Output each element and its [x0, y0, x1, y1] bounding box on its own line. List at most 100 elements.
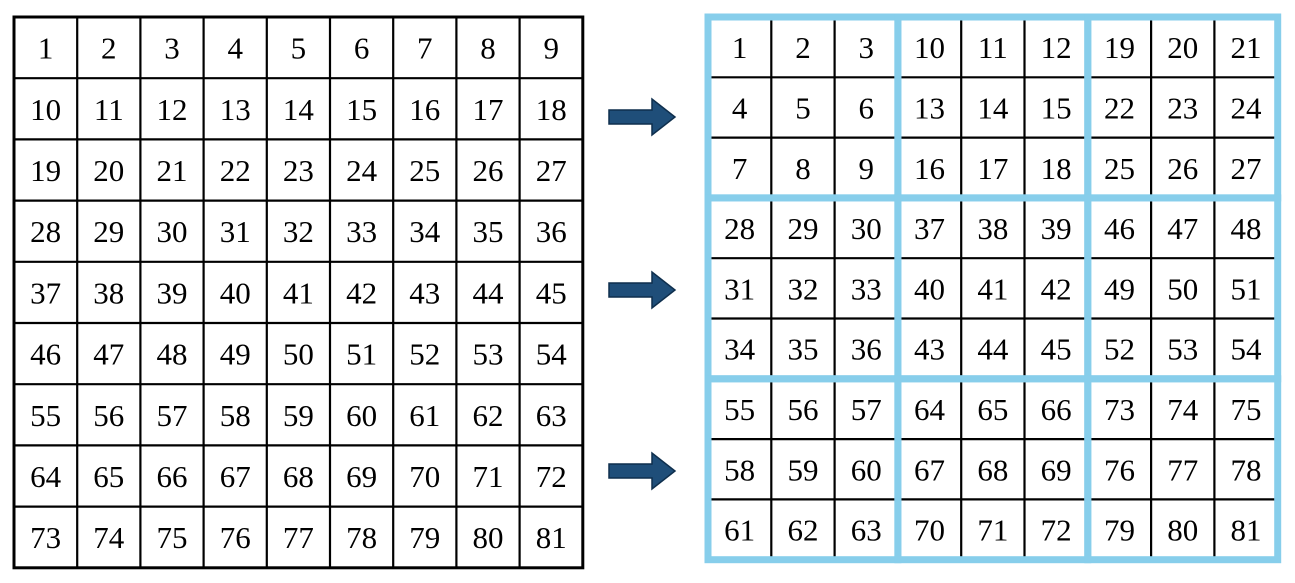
left-grid-cell: 6: [354, 31, 370, 66]
left-grid-cell: 70: [409, 459, 440, 494]
left-grid-cell: 31: [220, 214, 251, 249]
right-grid-cell: 32: [787, 271, 818, 306]
right-grid-cell: 80: [1167, 513, 1198, 548]
right-grid-cell: 9: [859, 151, 875, 186]
left-grid-cell: 37: [30, 275, 61, 310]
right-grid-cell: 56: [787, 392, 818, 427]
right-grid-cell: 17: [977, 151, 1008, 186]
right-grid-cell: 62: [787, 513, 818, 548]
right-grid-cell: 79: [1104, 513, 1135, 548]
right-grid-cell: 67: [914, 452, 945, 487]
left-grid-cell: 51: [346, 337, 377, 372]
right-grid-cell: 39: [1041, 211, 1072, 246]
right-grid-cell: 69: [1041, 452, 1072, 487]
left-grid-cell: 52: [409, 337, 440, 372]
right-grid-cell: 61: [724, 513, 755, 548]
left-grid-cell: 13: [220, 92, 251, 127]
right-grid-cell: 40: [914, 271, 945, 306]
left-grid-cell: 71: [473, 459, 504, 494]
right-arrow-icon: [608, 270, 677, 310]
right-grid-cell: 81: [1231, 513, 1262, 548]
right-grid-cell: 77: [1167, 452, 1198, 487]
right-grid-cell: 19: [1104, 30, 1135, 65]
right-grid-cell: 41: [977, 271, 1008, 306]
left-grid-cell: 56: [93, 398, 124, 433]
right-grid-cell: 60: [851, 452, 882, 487]
right-grid-cell: 24: [1231, 90, 1263, 125]
left-grid-cell: 54: [536, 337, 568, 372]
right-grid-cell: 42: [1041, 271, 1072, 306]
right-grid-cell: 63: [851, 513, 882, 548]
right-arrow-icon: [608, 451, 677, 491]
left-grid-cell: 39: [157, 275, 188, 310]
right-grid-cell: 58: [724, 452, 755, 487]
right-grid-cell: 4: [732, 90, 748, 125]
left-grid-cell: 67: [220, 459, 251, 494]
left-grid-cell: 64: [30, 459, 62, 494]
left-grid-cell: 55: [30, 398, 61, 433]
left-grid-cell: 41: [283, 275, 314, 310]
right-grid-cell: 46: [1104, 211, 1135, 246]
right-grid-cell: 10: [914, 30, 945, 65]
left-grid-cell: 53: [473, 337, 504, 372]
left-grid-cell: 3: [164, 31, 180, 66]
left-grid-cell: 61: [409, 398, 440, 433]
right-grid-cell: 76: [1104, 452, 1135, 487]
right-grid-cell: 57: [851, 392, 882, 427]
block-border: [1084, 375, 1282, 564]
right-grid-cell: 44: [977, 332, 1009, 367]
left-grid-cell: 73: [30, 520, 61, 555]
right-grid-cell: 29: [787, 211, 818, 246]
right-grid-cell: 65: [977, 392, 1008, 427]
left-grid-cell: 76: [220, 520, 251, 555]
left-grid-cell: 2: [101, 31, 117, 66]
left-grid-cell: 24: [346, 153, 378, 188]
right-grid-cell: 47: [1167, 211, 1198, 246]
right-grid-cell: 11: [978, 30, 1008, 65]
arrows-group: [608, 97, 677, 491]
left-grid-cell: 5: [291, 31, 307, 66]
left-grid-cell: 25: [409, 153, 440, 188]
left-grid-cell: 81: [536, 520, 567, 555]
left-grid-cell: 59: [283, 398, 314, 433]
right-grid-cell: 18: [1041, 151, 1072, 186]
right-grid-cell: 2: [795, 30, 811, 65]
right-grid-cell: 31: [724, 271, 755, 306]
right-grid-cell: 12: [1041, 30, 1072, 65]
right-grid-cell: 8: [795, 151, 811, 186]
right-grid-cell: 59: [787, 452, 818, 487]
left-grid-cell: 11: [94, 92, 124, 127]
left-grid-cell: 46: [30, 337, 61, 372]
left-grid-cell: 35: [473, 214, 504, 249]
right-grid-cell: 38: [977, 211, 1008, 246]
right-grid-cell: 50: [1167, 271, 1198, 306]
left-grid-cell: 34: [409, 214, 441, 249]
right-grid-cell: 52: [1104, 332, 1135, 367]
left-grid-cell: 48: [157, 337, 188, 372]
left-grid-cell: 69: [346, 459, 377, 494]
left-grid-cell: 15: [346, 92, 377, 127]
left-grid-cell: 29: [93, 214, 124, 249]
left-grid-cell: 10: [30, 92, 61, 127]
right-grid-cell: 21: [1231, 30, 1262, 65]
left-grid-cell: 9: [543, 31, 559, 66]
right-grid-cell: 3: [859, 30, 875, 65]
left-grid-cell: 80: [473, 520, 504, 555]
right-grid-cell: 5: [795, 90, 811, 125]
right-grid-cell: 1: [732, 30, 748, 65]
left-grid-cell: 38: [93, 275, 124, 310]
right-grid-cell: 26: [1167, 151, 1198, 186]
right-grid-cell: 73: [1104, 392, 1135, 427]
right-grid-cell: 36: [851, 332, 882, 367]
left-grid-cell: 21: [157, 153, 188, 188]
right-grid-cell: 75: [1231, 392, 1262, 427]
right-grid-cell: 37: [914, 211, 945, 246]
right-grid-cell: 35: [787, 332, 818, 367]
left-grid-cell: 57: [157, 398, 188, 433]
left-grid-cell: 77: [283, 520, 314, 555]
right-grid-cell: 53: [1167, 332, 1198, 367]
right-grid-cell: 20: [1167, 30, 1198, 65]
right-grid-cell: 22: [1104, 90, 1135, 125]
